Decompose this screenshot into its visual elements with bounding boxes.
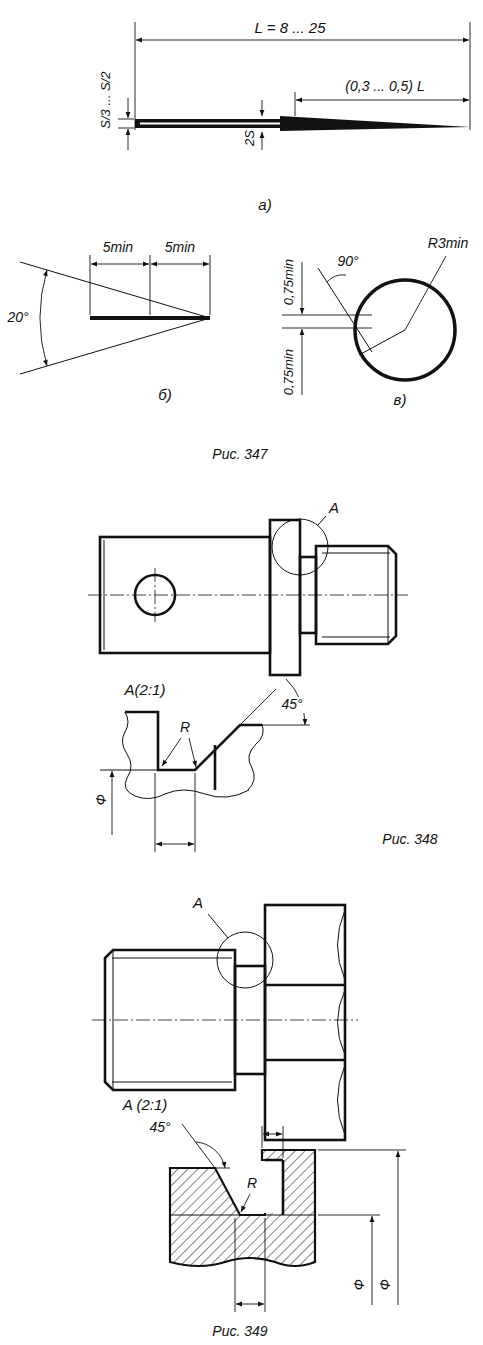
- dimension-text: R3min: [426, 236, 470, 251]
- angle-text: 45°: [147, 1120, 172, 1135]
- wedge-view: [20, 255, 210, 374]
- dimension-text: 2S: [243, 128, 257, 148]
- radius-text: R: [178, 720, 192, 735]
- diameter-text: Ф: [378, 1277, 393, 1292]
- angle-text: 45°: [279, 697, 304, 712]
- dimension-text: 0,75min: [282, 257, 296, 307]
- detail-callout: A: [191, 895, 205, 912]
- dimension-text: 5min: [163, 240, 197, 255]
- figure-caption: Рис. 349: [210, 1324, 269, 1339]
- dimension-text: S/3 ... S/2: [100, 69, 114, 130]
- dimension-text: 0,75min: [282, 347, 296, 397]
- diameter-text: Ф: [352, 1277, 367, 1292]
- view-label: в): [392, 392, 409, 409]
- undercut-detail: [170, 1124, 406, 1312]
- detail-title: A(2:1): [123, 682, 168, 699]
- figure-caption: Рис. 347: [210, 447, 269, 462]
- detail-callout: A: [327, 500, 341, 517]
- bolt-part: [92, 905, 358, 1140]
- radius-text: R: [245, 1176, 259, 1191]
- groove-detail: [100, 679, 310, 852]
- angle-text: 90°: [335, 254, 360, 269]
- view-label: а): [256, 197, 273, 214]
- feeler-blade-view: [118, 22, 470, 150]
- dimension-text: 5min: [101, 240, 135, 255]
- diameter-text: Ф: [94, 792, 109, 807]
- radius-gauge-view: [282, 256, 455, 395]
- pin-part: [88, 516, 408, 675]
- dimension-text: L = 8 ... 25: [252, 20, 327, 37]
- angle-text: 20°: [5, 310, 30, 325]
- view-label: б): [156, 387, 173, 404]
- figure-caption: Рис. 348: [380, 832, 439, 847]
- detail-title: A (2:1): [121, 1097, 169, 1114]
- dimension-text: (0,3 ... 0,5) L: [343, 79, 426, 94]
